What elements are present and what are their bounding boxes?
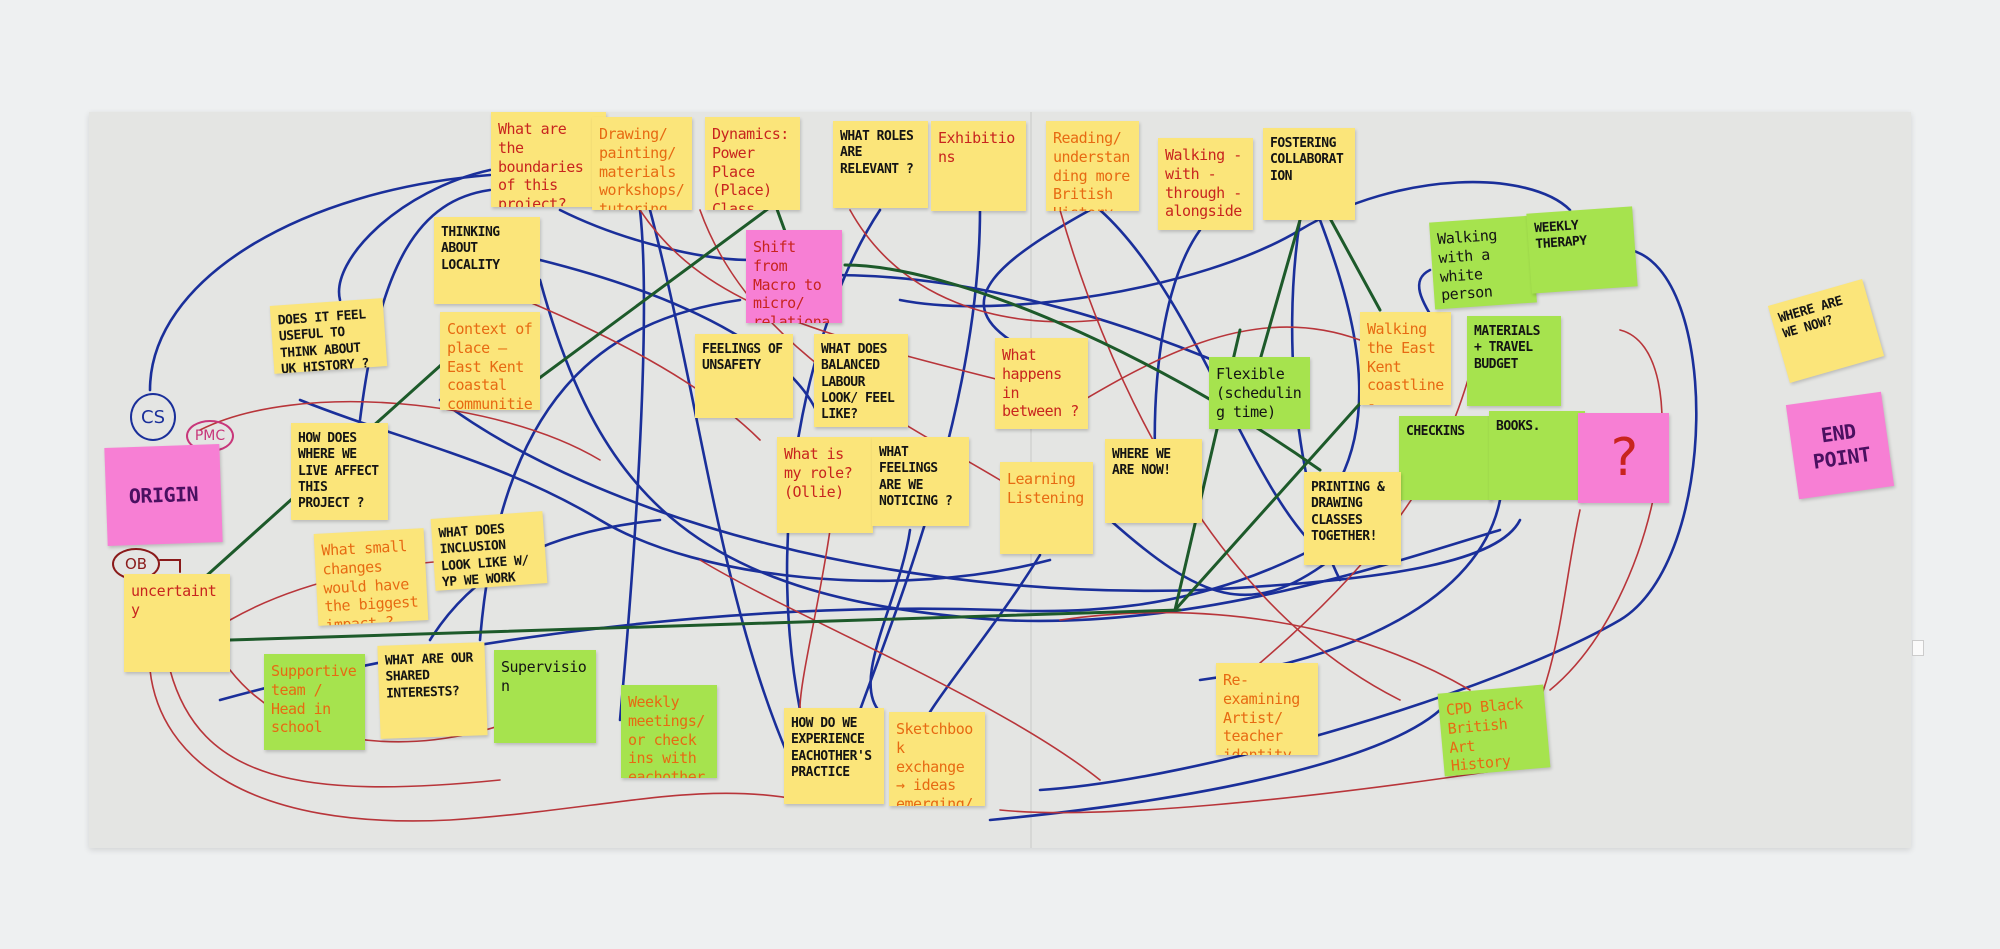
sticky-note-how-does-where-we-live-affect-this-proje: How does where we live affect this proje… bbox=[291, 423, 388, 520]
blue-line bbox=[618, 208, 646, 722]
blue-line bbox=[148, 173, 492, 392]
sticky-note-learning-listening: Learning Listening bbox=[1000, 462, 1093, 554]
sticky-note-where-we-are-now: Where we are now! bbox=[1105, 439, 1202, 523]
sticky-note-feelings-of-unsafety: Feelings of unsafety bbox=[695, 334, 793, 418]
red-line bbox=[1059, 611, 1471, 691]
sticky-note-walking-the-east-kent-coastline-document: Walking the East Kent coastline - docume… bbox=[1360, 312, 1451, 405]
green-line bbox=[528, 198, 782, 387]
blue-line bbox=[1038, 248, 1698, 792]
sticky-note-origin: Origin bbox=[104, 444, 223, 546]
red-line bbox=[169, 669, 501, 788]
sticky-note-supervision: Supervision bbox=[494, 650, 596, 743]
sticky-note-weekly-therapy: Weekly therapy bbox=[1526, 206, 1638, 294]
sticky-note-cpd-black-british-art-history: CPD Black British Art History bbox=[1437, 684, 1551, 777]
sticky-note-dynamics-power-place-place-class: Dynamics: Power Place (Place) Class bbox=[705, 117, 800, 210]
blue-line bbox=[538, 278, 1502, 623]
blue-line bbox=[438, 398, 1522, 593]
blue-line bbox=[928, 553, 1042, 714]
sticky-note-what-small-changes-would-have-the-bigges: What small changes would have the bigges… bbox=[313, 528, 429, 626]
sticky-note-uncertainty: uncertainty bbox=[124, 574, 230, 672]
green-line bbox=[228, 608, 1182, 642]
sticky-note-shift-from-macro-to-micro-relational: Shift from Macro to micro/ relational bbox=[746, 230, 842, 323]
sticky-note-checkins: Checkins bbox=[1399, 416, 1492, 500]
sticky-note-walking-with-a-white-person: Walking with a white person bbox=[1429, 215, 1537, 310]
tag-cs: CS bbox=[130, 393, 176, 441]
sticky-note-thinking-about-locality: Thinking about locality bbox=[434, 217, 540, 304]
blue-line bbox=[538, 258, 822, 422]
sticky-note-re-examining-artist-teacher-identity-pet: Re-examining Artist/ teacher identity (P… bbox=[1216, 663, 1318, 755]
sticky-note-context-of-place-east-kent-coastal-commu: Context of place — East Kent coastal com… bbox=[440, 312, 540, 410]
wall-pin bbox=[1912, 640, 1924, 656]
blue-line bbox=[648, 208, 792, 762]
sticky-note-what-does-balanced-labour-look-feel-like: What does balanced labour look/ feel lik… bbox=[814, 334, 908, 427]
red-line bbox=[1549, 329, 1663, 691]
ob-connector bbox=[159, 559, 181, 573]
blue-line bbox=[898, 180, 1572, 308]
red-line bbox=[1049, 326, 1361, 421]
sticky-note-: ? bbox=[1578, 413, 1669, 503]
sticky-note-what-happens-in-between: What happens in between ? bbox=[995, 338, 1088, 429]
blue-line bbox=[869, 528, 912, 714]
sticky-note-end-point: End point bbox=[1785, 391, 1895, 500]
sticky-note-walking-with-through-alongside: Walking -with -through -alongside bbox=[1158, 138, 1253, 230]
sticky-note-what-is-my-role-ollie: What is my role? (Ollie) bbox=[777, 437, 873, 533]
blue-line bbox=[298, 398, 1052, 583]
red-line bbox=[849, 209, 1101, 323]
sticky-note-printing-drawing-classes-together: Printing & drawing classes together! bbox=[1304, 472, 1401, 565]
green-line bbox=[1173, 368, 1392, 612]
sticky-note-weekly-meetings-or-check-ins-with-eachot: Weekly meetings/ or check ins with eacho… bbox=[621, 685, 717, 778]
red-line bbox=[699, 559, 1101, 781]
sticky-note-flexible-scheduling-time: Flexible (scheduling time) bbox=[1209, 357, 1310, 429]
blue-line bbox=[982, 208, 1092, 342]
sticky-note-what-are-our-shared-interests: What are our shared interests? bbox=[377, 642, 488, 739]
sticky-note-sketchbook-exchange-ideas-emerging-being: Sketchbook exchange → ideas emerging/ be… bbox=[889, 712, 985, 806]
sticky-note-books: Books. bbox=[1489, 411, 1585, 500]
sticky-note-does-it-feel-useful-to-think-about-uk-hi: Does it feel useful to think about UK hi… bbox=[269, 298, 388, 374]
green-line bbox=[1258, 218, 1302, 362]
red-line bbox=[799, 529, 831, 709]
sticky-note-what-are-the-boundaries-of-this-project: What are the boundaries of this project? bbox=[491, 112, 606, 207]
sticky-note-what-roles-are-relevant: What roles are relevant ? bbox=[833, 121, 928, 208]
red-line bbox=[199, 400, 601, 461]
red-line bbox=[149, 669, 801, 822]
sticky-note-drawing-painting-materials-workshops-tut: Drawing/ painting/ materials workshops/ … bbox=[592, 117, 692, 210]
sticky-note-what-does-inclusion-look-like-w-yp-we-wo: What does inclusion look like w/ YP we w… bbox=[430, 511, 548, 591]
sticky-note-materials-travel-budget: Materials + travel budget bbox=[1467, 316, 1561, 406]
sticky-note-supportive-team-head-in-school: Supportive team / Head in school bbox=[264, 654, 365, 750]
blue-line bbox=[337, 168, 492, 302]
sticky-note-what-feelings-are-we-noticing: What feelings are we noticing ? bbox=[872, 437, 969, 526]
blue-line bbox=[988, 698, 1452, 822]
sticky-note-exhibitions: Exhibitions bbox=[931, 121, 1026, 211]
red-line bbox=[999, 769, 1501, 814]
blue-line bbox=[558, 208, 752, 262]
sticky-note-fostering-collaboration: Fostering collaboration bbox=[1263, 128, 1355, 220]
blue-line bbox=[1318, 218, 1361, 482]
sticky-note-reading-understanding-more-british-histo: Reading/ understanding more British Hist… bbox=[1046, 121, 1139, 211]
sticky-note-how-do-we-experience-eachother-s-practic: How do we experience eachother's practic… bbox=[784, 708, 884, 804]
blue-line bbox=[1108, 518, 1332, 597]
